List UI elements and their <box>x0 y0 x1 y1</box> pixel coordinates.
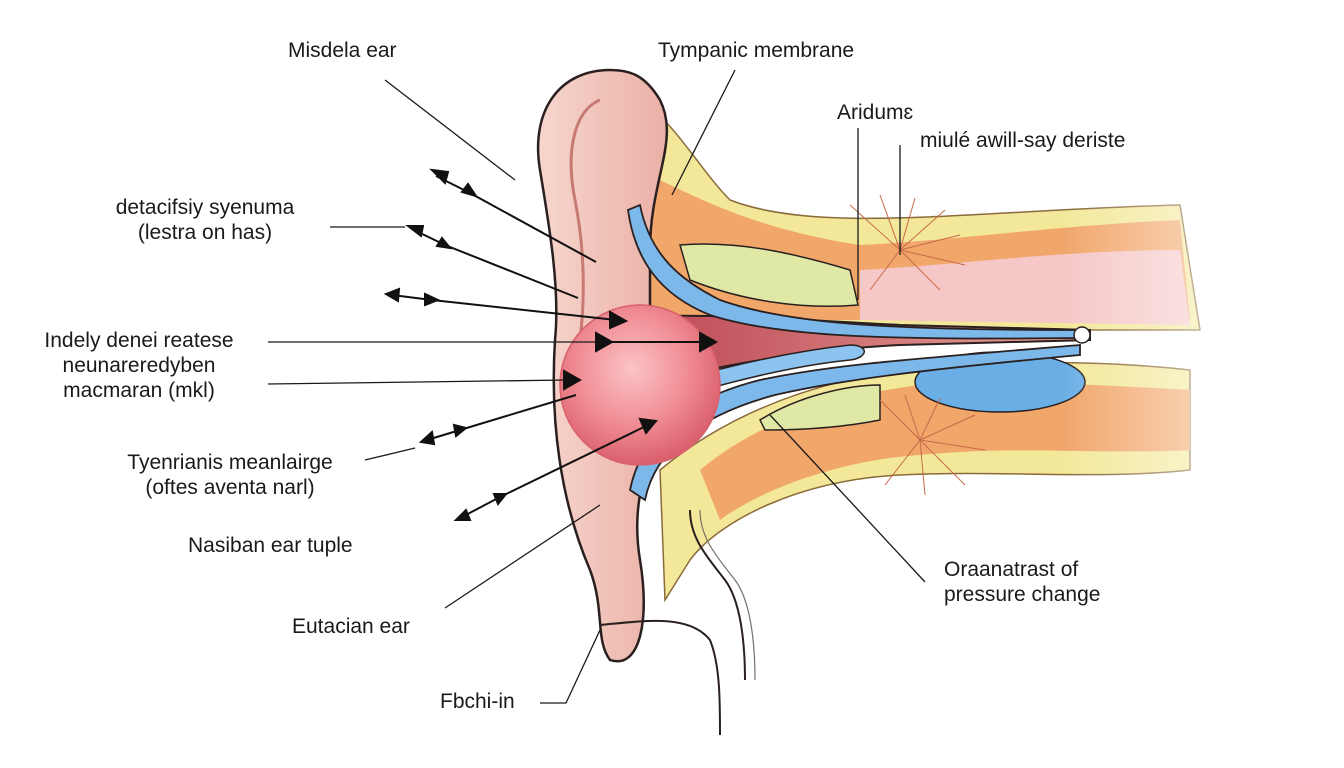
eustachian-tube <box>689 509 746 681</box>
label-fbchi: Fbchi-in <box>440 690 515 713</box>
label-misdela-ear: Misdela ear <box>288 39 397 62</box>
label-oraanatrast-line-2: pressure change <box>944 583 1101 606</box>
lower-bone-block <box>759 384 881 431</box>
double-arrow-2 <box>405 225 453 250</box>
arrow-1-pointer <box>469 192 597 263</box>
arrow-head-indely-2 <box>563 369 583 391</box>
label-miule: miulé awill-say deriste <box>920 129 1126 152</box>
lower-fibers <box>879 394 986 496</box>
label-tympanic-membrane: Tympanic membrane <box>658 39 855 62</box>
label-detacifsiy-line-1: detacifsiy syenuma <box>115 196 295 219</box>
label-eutacian: Eutacian ear <box>292 615 410 638</box>
lower-nerve <box>599 619 721 736</box>
arrow-head-indely-1 <box>595 331 615 353</box>
label-indely: Indely denei reatese neunareredyben macm… <box>24 328 254 403</box>
leader-tyenrianis <box>364 447 416 461</box>
label-aridume: Aridumɛ <box>837 101 914 124</box>
label-indely-line-1: Indely denei reatese <box>44 329 234 352</box>
arrow-5-pointer <box>499 424 649 498</box>
label-oraanatrast-line-1: Oraanatrast of <box>944 558 1079 581</box>
arrows <box>383 168 719 521</box>
leader-misdela <box>384 79 516 181</box>
leader-lines <box>267 69 926 704</box>
double-arrow-4 <box>418 423 469 446</box>
leader-eutacian <box>444 504 601 609</box>
tympanic-bulge <box>559 304 721 466</box>
upper-bone-block <box>679 243 859 307</box>
arrow-head-canal <box>699 331 719 353</box>
leader-tympanic <box>671 69 736 196</box>
label-tyenrianis-line-2: (oftes aventa narl) <box>145 476 315 499</box>
label-tyenrianis: Tyenrianis meanlairge (oftes aventa narl… <box>110 450 350 500</box>
arrow-head-3 <box>609 310 629 330</box>
arrow-head-5 <box>638 417 658 435</box>
canal-end-node <box>1073 326 1091 344</box>
label-indely-line-2: neunareredyben <box>62 354 216 377</box>
leader-fbchi <box>540 629 601 704</box>
label-tyenrianis-line-1: Tyenrianis meanlairge <box>127 451 333 474</box>
eustachian-tube-inner <box>699 509 756 681</box>
arrow-2-pointer <box>444 244 579 299</box>
arrow-4-pointer <box>459 394 577 431</box>
label-nasiban: Nasiban ear tuple <box>188 534 353 557</box>
leader-oraanatrast <box>769 414 926 583</box>
label-detacifsiy-line-2: (lestra on has) <box>137 221 273 244</box>
tissue-layers <box>599 84 1344 603</box>
double-arrow-3 <box>383 287 441 307</box>
leader-indely-2 <box>267 379 569 385</box>
right-fade <box>1060 150 1344 550</box>
pinna-inner-fold <box>569 98 601 341</box>
upper-fibers <box>849 194 966 291</box>
double-arrow-1 <box>429 168 479 198</box>
label-oraanatrast: Oraanatrast of pressure change <box>944 557 1100 607</box>
double-arrow-5 <box>453 493 509 521</box>
arrow-3-pointer <box>431 299 617 321</box>
label-indely-line-3: macmaran (mkl) <box>63 379 215 402</box>
label-detacifsiy: detacifsiy syenuma (lestra on has) <box>100 195 310 245</box>
